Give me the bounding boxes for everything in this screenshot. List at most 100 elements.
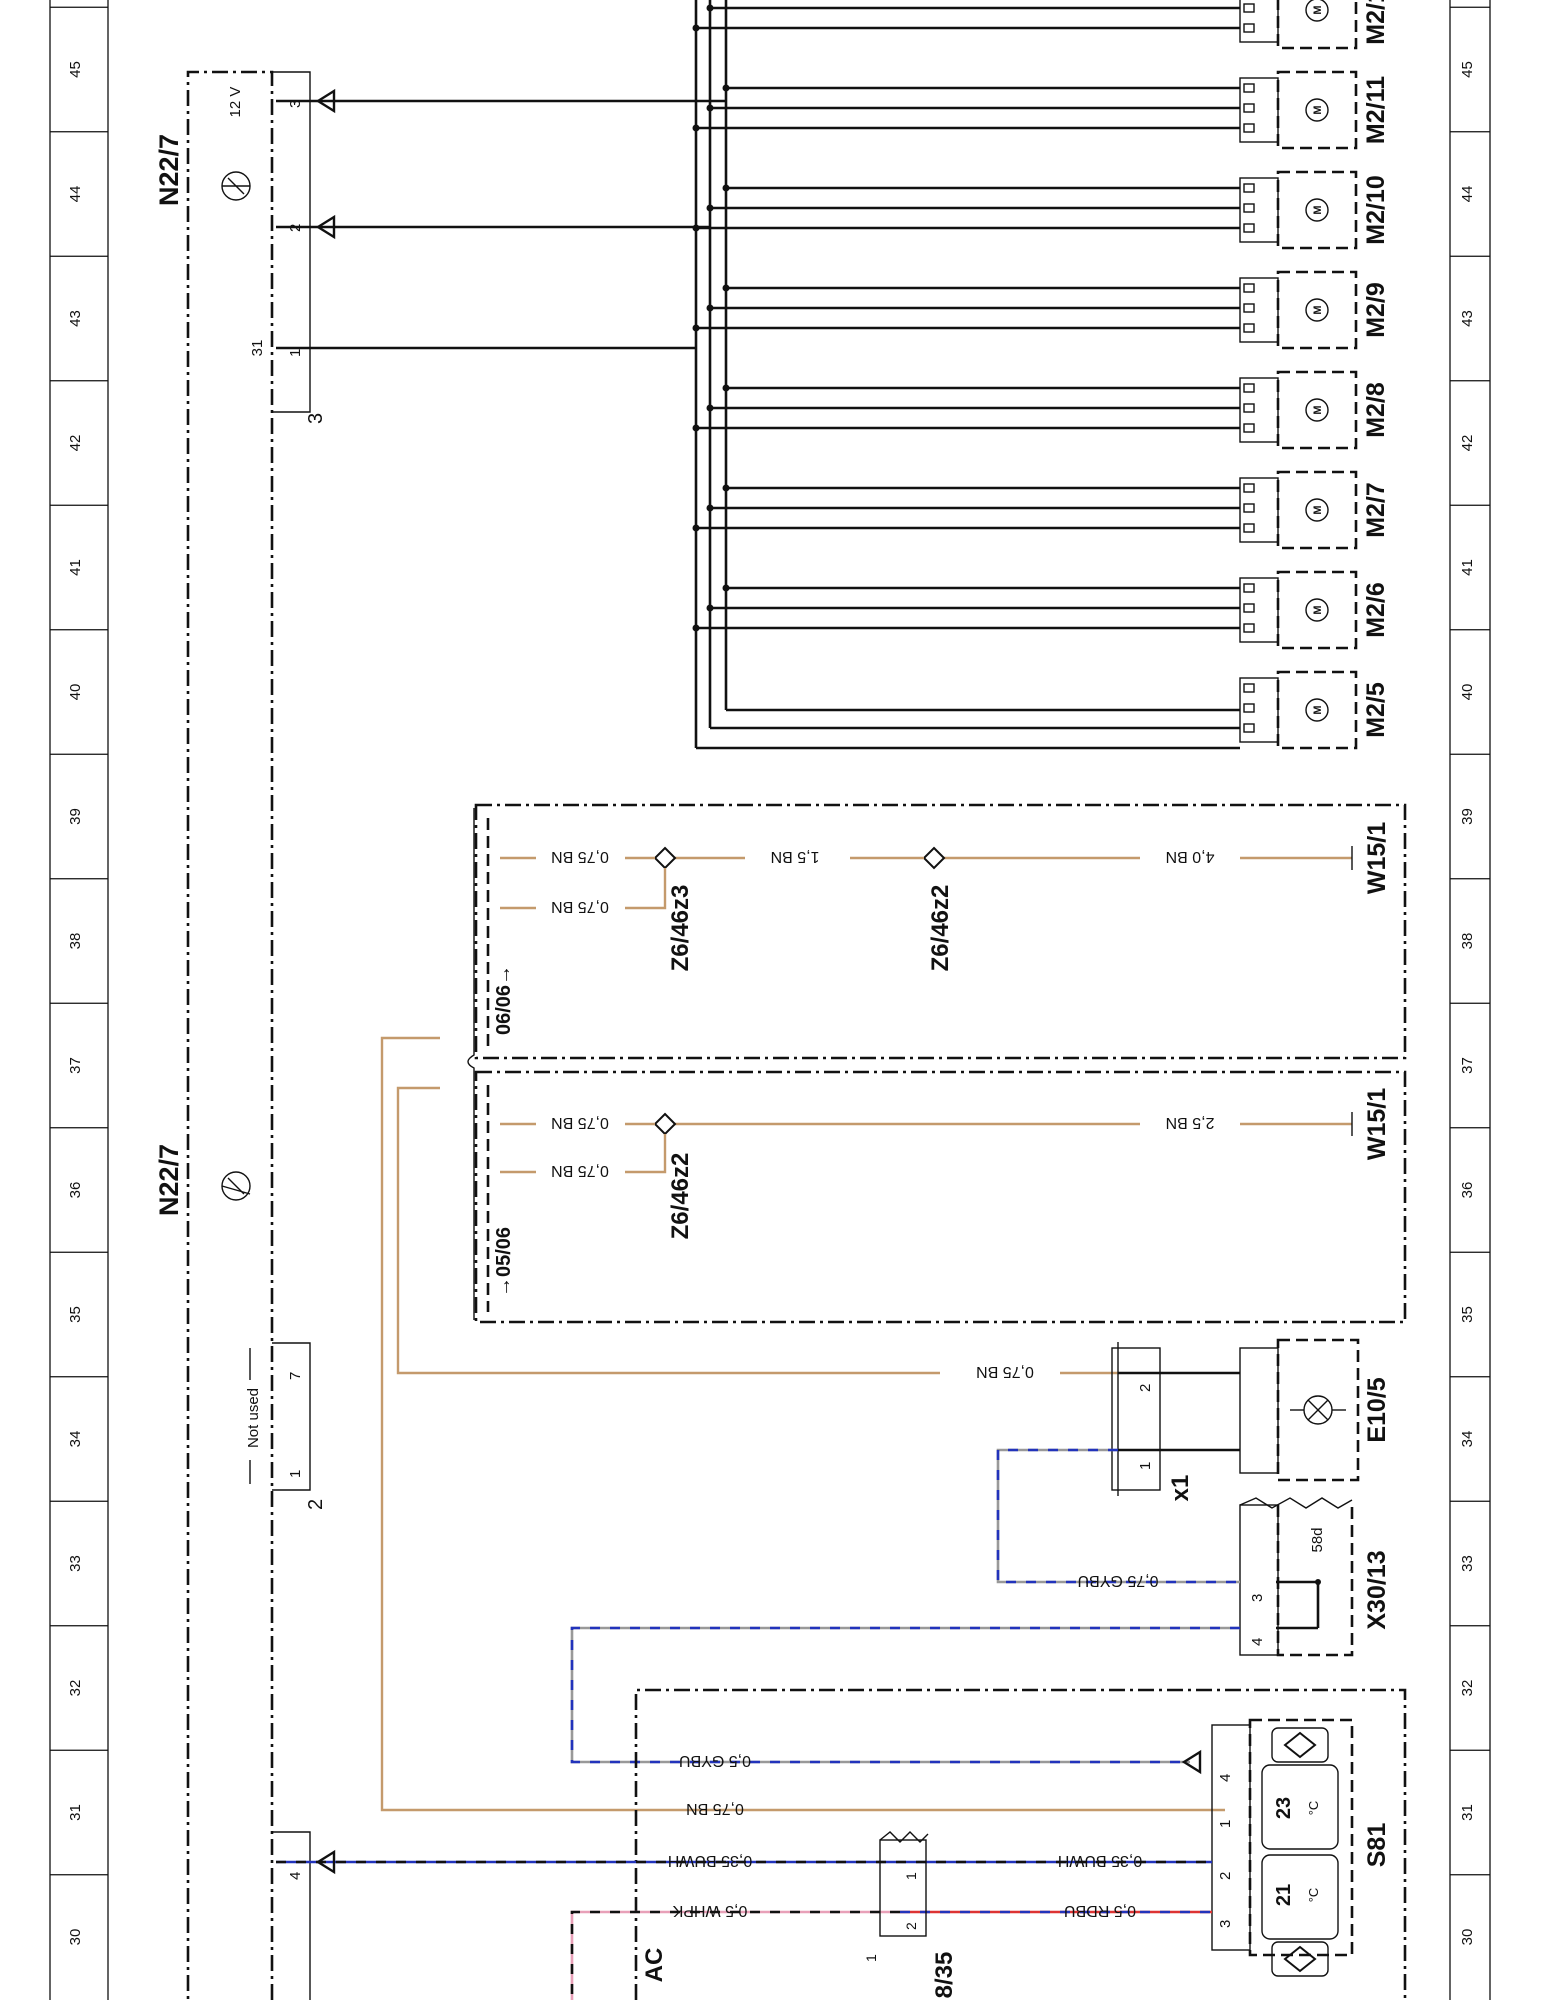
wire-label-bn25: 2,5 BN (1166, 1114, 1215, 1131)
junction-dot (706, 104, 714, 112)
down-arrow-icon (1271, 1941, 1329, 1977)
transistor-icon (221, 1171, 251, 1201)
motor-icon (1238, 570, 1358, 650)
junction-dot (722, 584, 730, 592)
pin-box (1243, 523, 1255, 533)
motor-feed-wires (276, 0, 1240, 750)
junction-dot (692, 324, 700, 332)
junction-dot (706, 504, 714, 512)
motor-icon (1238, 270, 1358, 350)
junction-dot (692, 124, 700, 132)
pin-box (1243, 203, 1255, 213)
up-arrow-icon (1271, 1727, 1329, 1763)
pin-box (1243, 323, 1255, 333)
pin-58d-label: 58d (1309, 1527, 1326, 1552)
wire-label-rdbu05: 0,5 RDBU (1064, 1902, 1136, 1919)
pin-box (1243, 123, 1255, 133)
svg-text:1: 1 (1137, 1462, 1154, 1470)
range-old-label: →05/06 (493, 1227, 515, 1297)
pin-box (1243, 303, 1255, 313)
grid-column-label: 30 (67, 1929, 84, 1946)
grid-column-label: 42 (67, 435, 84, 452)
grid-column-label: 31 (67, 1804, 84, 1821)
grid-column-label: 33 (67, 1555, 84, 1572)
svg-text:2: 2 (305, 1499, 327, 1510)
pin-box (1243, 23, 1255, 33)
pin-box (1243, 703, 1255, 713)
svg-text:1: 1 (287, 349, 304, 357)
motor-label: M2/9 (1362, 282, 1390, 338)
n22-connector-4: 4 (272, 1831, 311, 2000)
motor-icon (1238, 470, 1358, 550)
motor: M2/9 (1238, 270, 1390, 350)
junction-dot (706, 404, 714, 412)
motor: M2/6 (1238, 570, 1390, 650)
grid-column-label: 39 (67, 808, 84, 825)
variant-brace (467, 808, 475, 1320)
n22-7-label-bottom: N22/7 (154, 1144, 184, 1216)
wire-label-bn075: 0,75 BN (551, 898, 609, 915)
motor-label: M2/11 (1362, 76, 1390, 144)
not-used-note: Not used (245, 1388, 262, 1448)
wire-label-bn15: 1,5 BN (771, 848, 820, 865)
s81-box: S81 23 °C 21 °C 4 1 2 3 (634, 1688, 1407, 2000)
wire-label-bn075: 0,75 BN (551, 1114, 609, 1131)
pin-box (1243, 723, 1255, 733)
z6-46z2-label: Z6/46z2 (927, 885, 954, 972)
ac-label: AC (641, 1948, 668, 1983)
pin-31-label: 31 (249, 340, 266, 357)
grid-column-label: 37 (67, 1057, 84, 1074)
motor-tap-wires (692, 3, 1255, 733)
svg-text:3: 3 (287, 100, 304, 108)
junction-dot (722, 284, 730, 292)
junction-dot (692, 524, 700, 532)
wire-label-bn40: 4,0 BN (1166, 848, 1215, 865)
setpoint-unit-23: °C (1306, 1801, 1321, 1816)
svg-text:3: 3 (305, 413, 327, 424)
variant-box-old: →05/06 W15/1 2,5 BN Z6/46z2 0,75 BN 0,75… (474, 1070, 1407, 1324)
grid-column-label: 34 (67, 1431, 84, 1448)
motor: M2/11 (1238, 70, 1390, 150)
junction-dot (692, 424, 700, 432)
svg-text:3: 3 (1249, 1594, 1266, 1602)
x30-13-label: X30/13 (1363, 1550, 1391, 1629)
junction-dot (722, 484, 730, 492)
junction-dot (722, 84, 730, 92)
motor-icon (1238, 70, 1358, 150)
grid-column-label: 31 (1459, 1804, 1476, 1821)
motor: M2/10 (1238, 170, 1390, 250)
wire-label-buwh035-b: 0,35 BUWH (1058, 1852, 1142, 1869)
wire-label-bn075-s81: 0,75 BN (686, 1800, 744, 1817)
svg-text:4: 4 (1217, 1774, 1234, 1782)
pin-box (1243, 183, 1255, 193)
grid-column-label: 35 (1459, 1306, 1476, 1323)
brown-feed-wires: 0,75 BN 0,75 BN (380, 1036, 1225, 1817)
junction-dot (692, 224, 700, 232)
junction-dot (692, 24, 700, 32)
junction-dot (706, 204, 714, 212)
grid-column-label: 43 (1459, 310, 1476, 327)
grid-column-label: 30 (1459, 1929, 1476, 1946)
motor-icon (1238, 170, 1358, 250)
grid-frame (49, 0, 1491, 2000)
grid-column-label: 36 (67, 1182, 84, 1199)
grid-column-label: 36 (1459, 1182, 1476, 1199)
grid-column-label: 40 (67, 684, 84, 701)
setpoint-21: 21 (1273, 1884, 1295, 1906)
grid-column-label: 39 (1459, 808, 1476, 825)
junction-dot (692, 624, 700, 632)
pin-box (1243, 3, 1255, 13)
pin-box (1243, 83, 1255, 93)
n22-connector-2: 2 7 1 Not used (245, 1342, 327, 1510)
motor-icon (1238, 0, 1358, 50)
w15-1-label-new: W15/1 (1363, 822, 1391, 894)
gybu-wires: 0,75 GYBU 0,5 GYBU (570, 1448, 1240, 1775)
grid-column-label: 32 (67, 1680, 84, 1697)
grid-column-label: 35 (67, 1306, 84, 1323)
junction-dot (722, 184, 730, 192)
z6-46z3-label: Z6/46z3 (667, 885, 694, 972)
grid-column-label: 41 (1459, 559, 1476, 576)
